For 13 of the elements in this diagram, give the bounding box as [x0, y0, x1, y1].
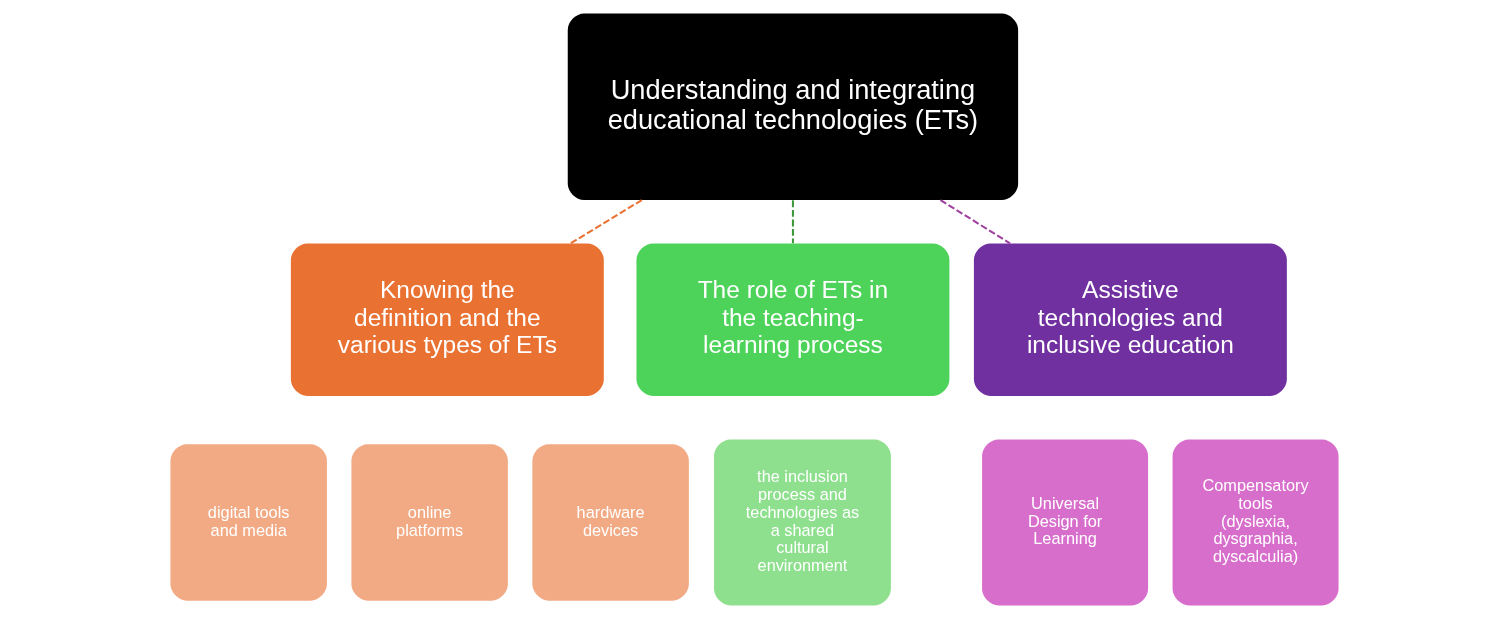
- connector: [570, 199, 643, 245]
- connector: [939, 199, 1011, 245]
- node-box: the inclusion process and technologies as a shared cultural environment: [714, 439, 891, 606]
- connector: [791, 200, 794, 244]
- node-box: Assistive technologies and inclusive education: [973, 243, 1287, 396]
- node-box: Understanding and integrating educational technologies (ETs): [567, 13, 1019, 200]
- node-box: online platforms: [351, 444, 508, 601]
- node-box: digital tools and media: [170, 444, 327, 601]
- node-box: Knowing the definition and the various types of ETs: [290, 243, 604, 396]
- node-box: The role of ETs in the teaching-learning process: [636, 243, 950, 396]
- node-box: hardware devices: [532, 444, 689, 601]
- node-box: Universal Design for Learning: [982, 439, 1149, 606]
- node-box: Compensatory tools (dyslexia, dysgraphia, dyscalculia): [1172, 439, 1339, 606]
